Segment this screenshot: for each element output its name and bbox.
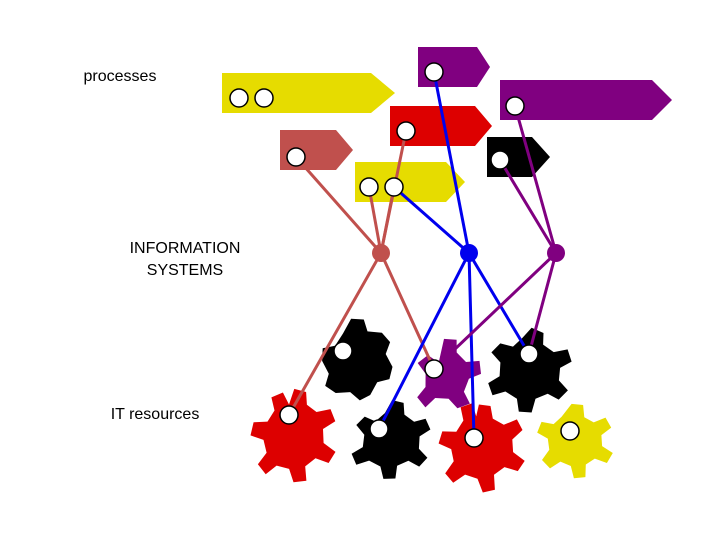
information-system-node-blue bbox=[460, 244, 478, 262]
port-yellow-top-1 bbox=[229, 88, 249, 108]
port-gear-yellow bbox=[560, 421, 580, 441]
port-circles bbox=[229, 62, 580, 448]
port-yellow-bottom-2 bbox=[384, 177, 404, 197]
port-yellow-bottom-1 bbox=[359, 177, 379, 197]
connection-purple-node-to-black-gear-right bbox=[527, 251, 558, 356]
connection-blue-node-to-black-gear-right bbox=[467, 251, 531, 356]
gear-black-right bbox=[488, 327, 572, 413]
gear-red-center bbox=[438, 403, 525, 493]
gear-black-top-left bbox=[322, 318, 393, 401]
process-arrows bbox=[222, 47, 672, 202]
port-purple-small bbox=[424, 62, 444, 82]
connection-purple-small-to-blue-node bbox=[432, 70, 471, 255]
connection-purple-wide-to-purple-node bbox=[513, 104, 558, 255]
port-black-process bbox=[490, 150, 510, 170]
information-systems-label-line1: INFORMATION bbox=[129, 240, 241, 257]
information-system-node-brick bbox=[372, 244, 390, 262]
connection-blue-node-to-black-gear-bottom bbox=[377, 251, 471, 431]
connection-purple-node-to-purple-gear bbox=[432, 251, 558, 371]
port-gear-black-right bbox=[519, 344, 539, 364]
port-purple-wide bbox=[505, 96, 525, 116]
information-systems-label-line2: SYSTEMS bbox=[146, 262, 224, 279]
process-arrow-purple-wide bbox=[500, 80, 672, 120]
port-gear-red-center bbox=[464, 428, 484, 448]
gears bbox=[250, 318, 613, 493]
port-gear-black-top-left bbox=[333, 341, 353, 361]
it-resources-label: IT resources bbox=[110, 406, 200, 423]
process-arrow-red bbox=[390, 106, 492, 146]
port-yellow-top-2 bbox=[254, 88, 274, 108]
connection-brick-node-to-red-gear bbox=[287, 251, 383, 417]
processes-label: processes bbox=[83, 68, 157, 85]
connection-brick-node-to-purple-gear bbox=[379, 251, 436, 371]
connection-brick-process-to-node bbox=[294, 155, 383, 255]
gear-purple bbox=[417, 338, 481, 409]
information-system-node-purple bbox=[547, 244, 565, 262]
connection-yellow-right-to-blue-node bbox=[392, 185, 471, 255]
port-gear-red-left bbox=[279, 405, 299, 425]
port-brick bbox=[286, 147, 306, 167]
process-arrow-yellow-bottom bbox=[355, 162, 465, 202]
port-gear-black-bottom bbox=[369, 419, 389, 439]
gear-yellow bbox=[537, 403, 613, 479]
information-system-nodes bbox=[372, 244, 565, 262]
gear-red-left bbox=[250, 388, 336, 483]
information-systems-label: INFORMATION SYSTEMS bbox=[100, 238, 270, 282]
gear-black-bottom bbox=[351, 400, 431, 479]
process-arrow-yellow-top bbox=[222, 73, 395, 113]
port-red bbox=[396, 121, 416, 141]
connections bbox=[287, 70, 558, 440]
port-gear-purple bbox=[424, 359, 444, 379]
connection-blue-node-to-red-gear-center bbox=[467, 251, 476, 440]
connection-yellow-left-to-brick-node bbox=[367, 185, 383, 255]
connection-black-process-to-purple-node bbox=[498, 158, 558, 255]
